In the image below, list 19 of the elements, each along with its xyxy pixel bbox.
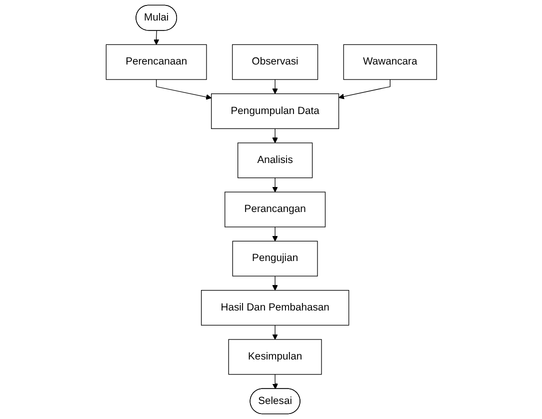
arrow: [156, 79, 212, 100]
node-box: Kesimpulan: [228, 339, 322, 375]
node-box: Observasi: [232, 44, 318, 80]
arrow: [272, 79, 278, 94]
node-box: Hasil Dan Pembahasan: [200, 290, 349, 326]
arrow: [272, 226, 278, 242]
node-box: Perencanaan: [105, 44, 206, 80]
arrow: [272, 128, 278, 144]
node-box: Pengumpulan Data: [210, 93, 339, 129]
arrow: [272, 177, 278, 192]
node-box: Analisis: [237, 142, 312, 178]
node-box: Pengujian: [232, 240, 318, 276]
node-box: Wawancara: [342, 44, 437, 80]
arrow: [272, 276, 278, 291]
arrow: [153, 30, 159, 45]
arrow: [272, 324, 278, 340]
arrow: [272, 374, 278, 390]
node-box: Perancangan: [224, 192, 326, 228]
arrow: [338, 79, 390, 100]
